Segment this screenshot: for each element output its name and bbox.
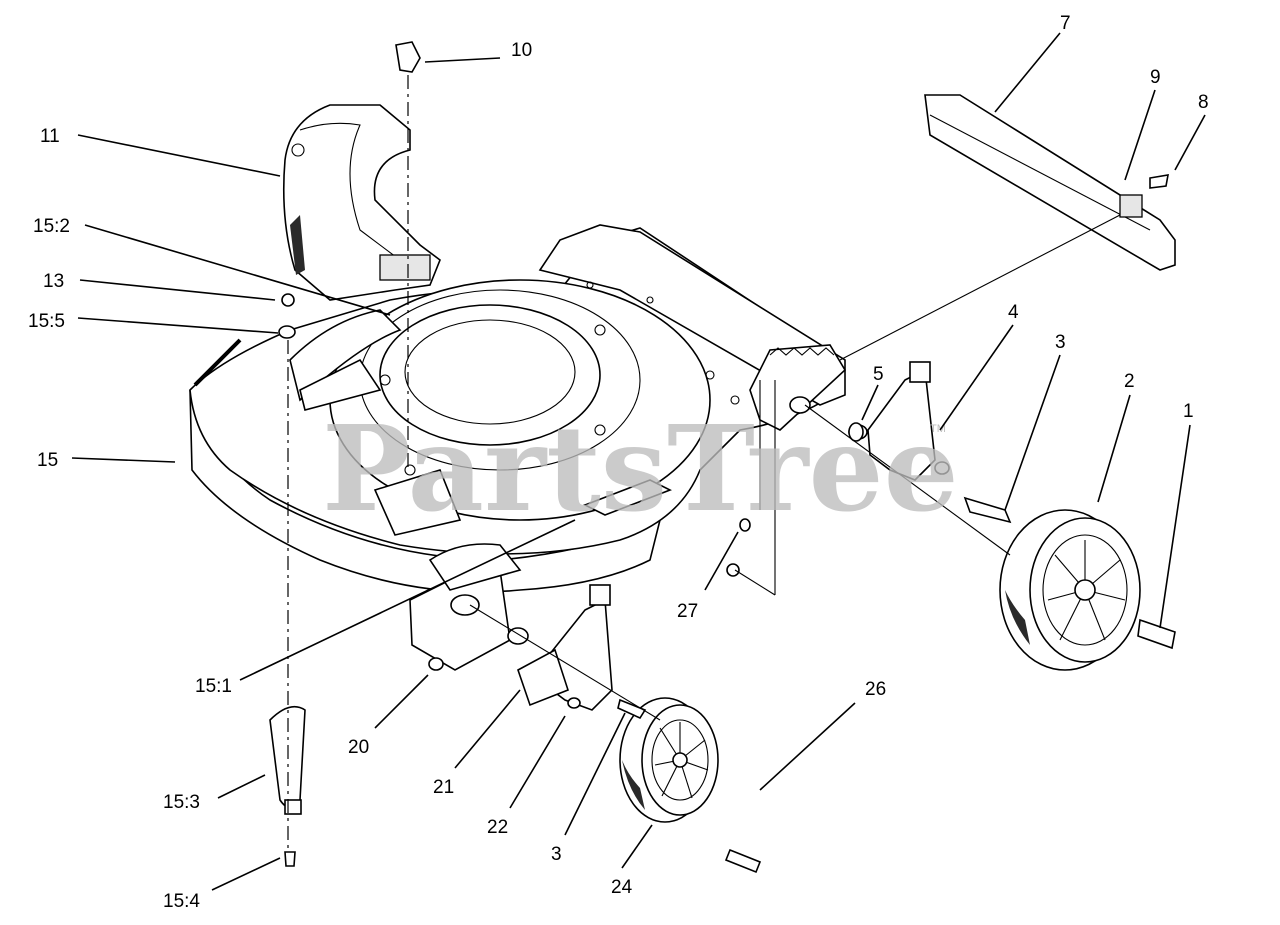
callout-2: 2 [1124,371,1135,392]
callout-15-3: 15:3 [163,792,200,813]
callout-8: 8 [1198,92,1209,113]
assembly-lines [287,75,1121,850]
callout-21: 21 [433,777,454,798]
callout-15-5: 15:5 [28,311,65,332]
callout-15-4: 15:4 [163,891,200,912]
callout-26: 26 [865,679,886,700]
callout-11: 11 [40,126,60,147]
callout-10: 10 [511,40,532,61]
callout-labels: 1 2 3 4 5 7 8 9 10 11 13 15 15:1 15:2 15… [28,13,1209,912]
callout-27: 27 [677,601,698,622]
callout-9: 9 [1150,67,1161,88]
discharge-deflector [282,104,441,301]
watermark-text: PartsTree [322,399,959,538]
mower-deck [189,224,847,671]
leader-lines [71,32,1206,891]
callout-22: 22 [487,817,508,838]
callout-15-2: 15:2 [33,216,70,237]
front-wheel [619,697,719,823]
callout-4: 4 [1008,302,1019,323]
callout-13: 13 [43,271,64,292]
callout-3-front: 3 [551,844,562,865]
callout-15: 15 [37,450,58,471]
rear-flap [924,94,1176,271]
callout-1: 1 [1183,401,1194,422]
callout-5: 5 [873,364,884,385]
hardware [269,41,1176,867]
callout-20: 20 [348,737,369,758]
rear-height-bracket [848,361,1012,524]
callout-3-rear: 3 [1055,332,1066,353]
front-height-bracket [507,584,762,874]
callout-7: 7 [1060,13,1071,34]
callout-15-1: 15:1 [195,676,232,697]
callout-24: 24 [611,877,633,898]
rear-wheel [999,509,1141,671]
